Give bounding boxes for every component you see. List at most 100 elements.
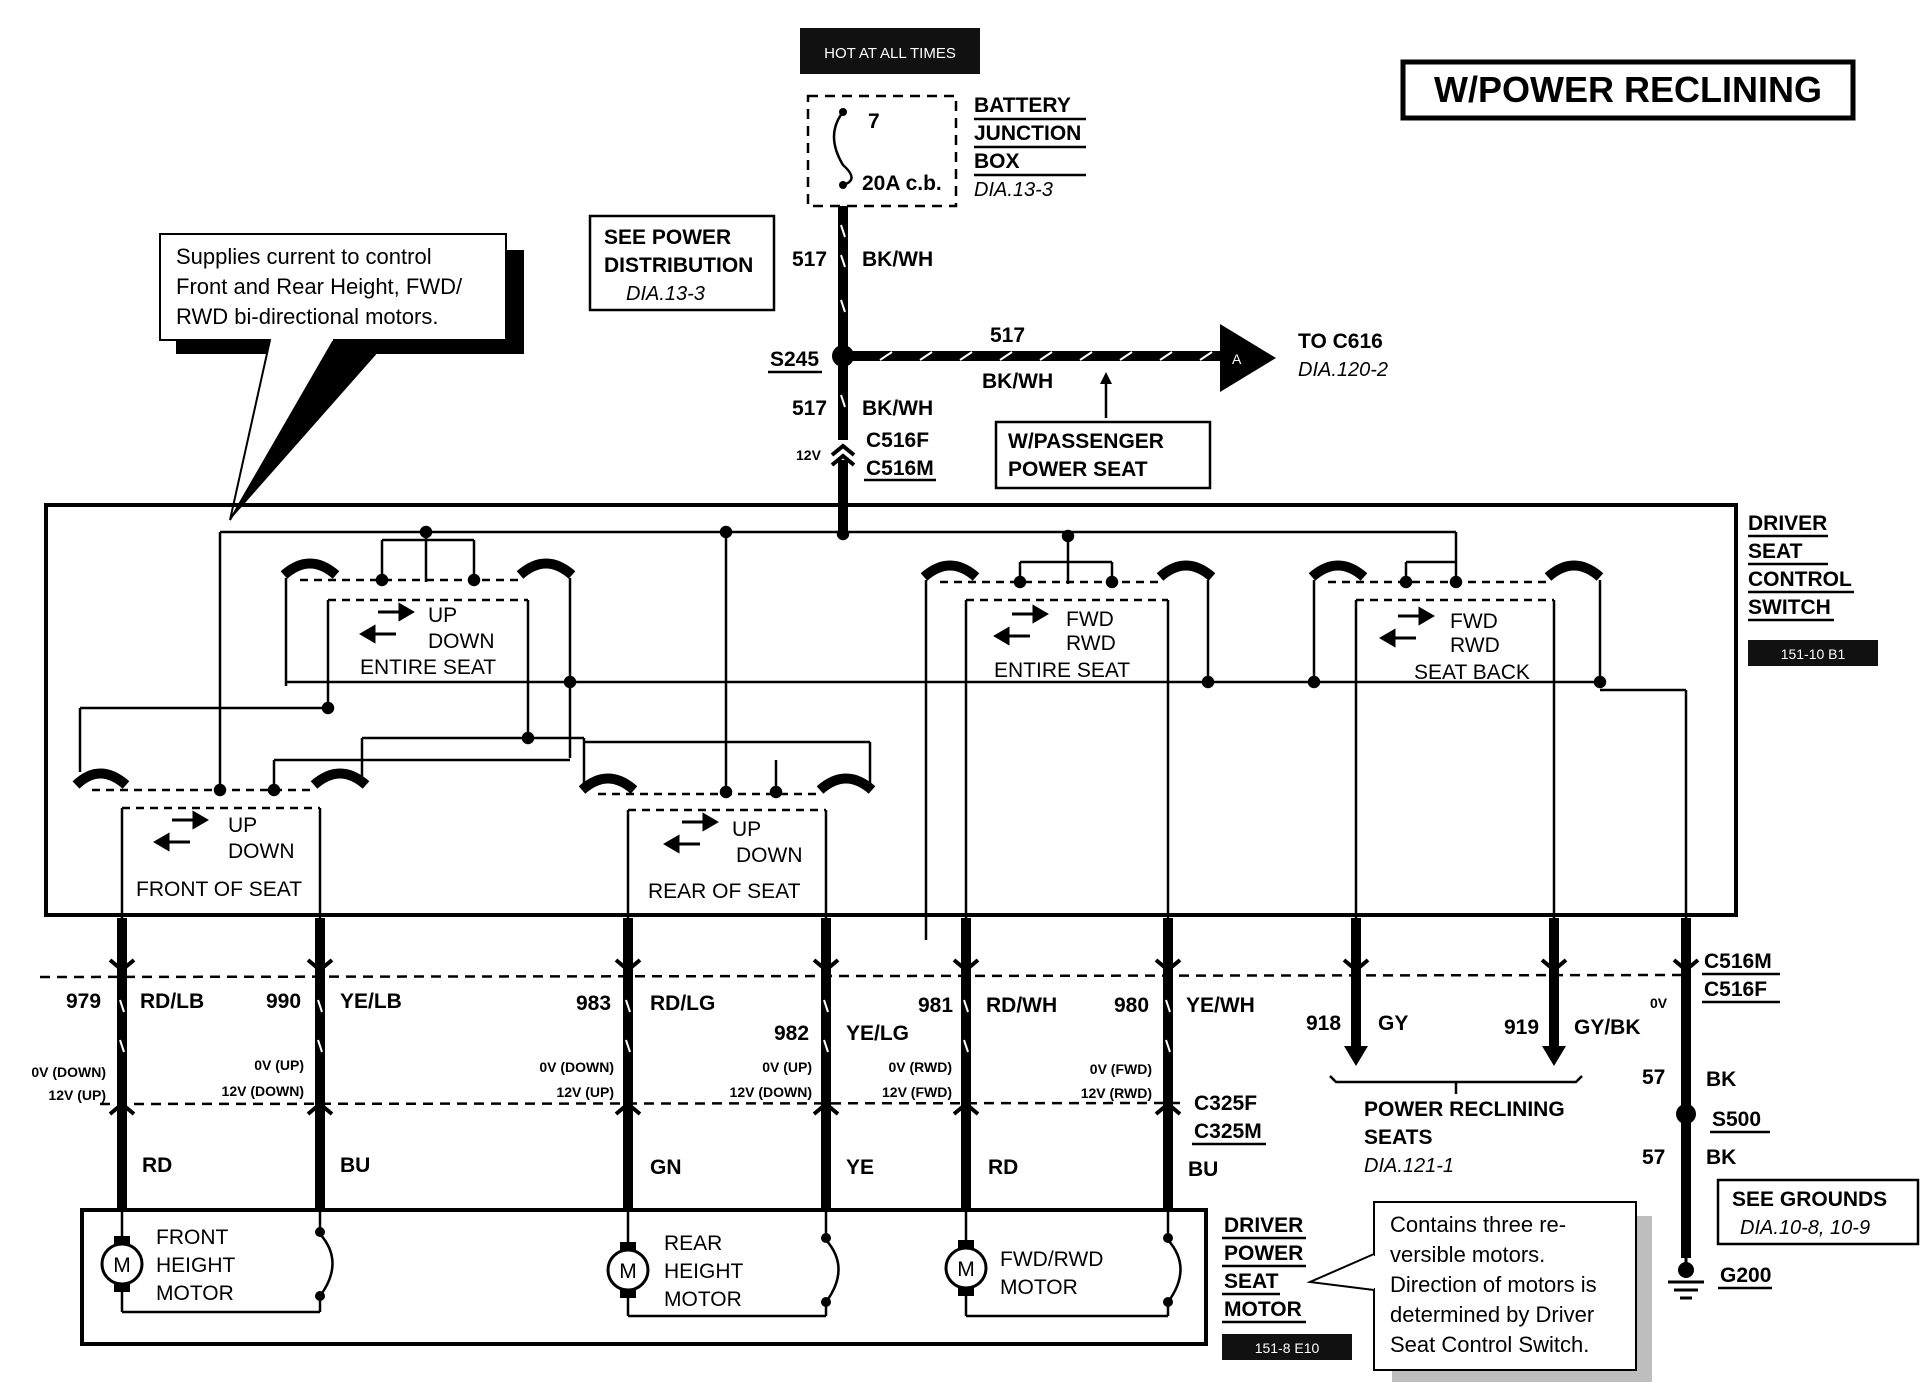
ground-g200: G200 [1720,1264,1771,1287]
wire-990-motor-color: BU [340,1154,370,1177]
switch-arrows [153,602,1435,854]
wire-982-v1: 0V (UP) [762,1059,812,1075]
callout-bottom: Contains three re- versible motors. Dire… [1306,1201,1652,1382]
switch-front-up: UP [228,814,257,837]
switch-seat-back-fwd: FWD [1450,610,1498,633]
splice-s500 [1676,1104,1696,1124]
svg-text:MOTOR: MOTOR [1224,1298,1302,1321]
svg-text:M: M [113,1254,131,1277]
wire-982-v2: 12V (DOWN) [730,1084,812,1100]
svg-text:DRIVER: DRIVER [1748,512,1827,535]
svg-text:MOTOR: MOTOR [664,1288,742,1311]
to-c616: TO C616 [1298,330,1383,353]
wire-982-color: YE/LG [846,1022,909,1045]
passenger-seat-box [994,420,1212,490]
recline-name-1: POWER RECLINING [1364,1098,1565,1121]
switch-seat-back-name: SEAT BACK [1414,661,1530,684]
svg-text:CONTROL: CONTROL [1748,568,1852,591]
svg-text:determined by Driver: determined by Driver [1390,1302,1594,1327]
wire-980-motor-color: BU [1188,1158,1218,1181]
ground-circuit-lower: 57 [1642,1146,1665,1169]
svg-text:DIA.13-3: DIA.13-3 [626,283,705,305]
svg-text:DIA.10-8, 10-9: DIA.10-8, 10-9 [1740,1217,1870,1239]
wire-983-circuit: 983 [576,992,611,1015]
branch-color: BK/WH [982,370,1053,393]
switch-fwd-rwd-name: ENTIRE SEAT [994,659,1130,682]
svg-text:REAR: REAR [664,1232,722,1255]
feed-lower-color: BK/WH [862,397,933,420]
svg-text:A: A [1232,351,1242,367]
switch-labels: UP DOWN ENTIRE SEAT FWD RWD ENTIRE SEAT … [136,604,1530,903]
wire-983-color: RD/LG [650,992,715,1015]
ground-icon [1668,1258,1704,1300]
svg-text:FRONT: FRONT [156,1226,228,1249]
motor-icon [100,1242,144,1286]
switch-entire-seat-up: UP [428,604,457,627]
hot-label: HOT AT ALL TIMES [800,28,980,74]
switch-fwd-rwd-rwd: RWD [1066,632,1116,655]
svg-text:MOTOR: MOTOR [1000,1276,1078,1299]
ground-color-upper: BK [1706,1068,1736,1091]
wire-981-circuit: 981 [918,994,953,1017]
svg-text:SEAT: SEAT [1748,540,1803,563]
wire-981-v1: 0V (RWD) [888,1059,952,1075]
wire-979-v2: 12V (UP) [48,1087,106,1103]
svg-text:SEE GROUNDS: SEE GROUNDS [1732,1188,1887,1211]
switch-front-down: DOWN [228,840,295,863]
svg-text:Direction of motors is: Direction of motors is [1390,1272,1597,1297]
svg-text:Supplies current to control: Supplies current to control [176,244,432,269]
wire-983-v2: 12V (UP) [556,1084,614,1100]
wire-990-circuit: 990 [266,990,301,1013]
wire-918-color: GY [1378,1012,1408,1035]
to-c616-ref: DIA.120-2 [1298,359,1388,381]
switch-entire-seat-down: DOWN [428,630,495,653]
wire-982-motor-color: YE [846,1156,874,1179]
wire-918-circuit: 918 [1306,1012,1341,1035]
wire-982-circuit: 982 [774,1022,809,1045]
motor-icon [944,1246,988,1290]
driver-seat-control-switch: DRIVER SEAT CONTROL SWITCH 151-10 B1 [44,503,1878,917]
see-grounds-box [1716,1178,1920,1246]
svg-text:SEE POWER: SEE POWER [604,226,731,249]
svg-text:Front and Rear Height, FWD/: Front and Rear Height, FWD/ [176,274,463,299]
svg-text:Seat Control Switch.: Seat Control Switch. [1390,1332,1589,1357]
wire-980-v1: 0V (FWD) [1090,1061,1152,1077]
wire-919-circuit: 919 [1504,1016,1539,1039]
recline-ref: DIA.121-1 [1364,1155,1454,1177]
fwd-rwd-motor: M FWD/RWD MOTOR [944,1246,1103,1299]
switch-rear-up: UP [732,818,761,841]
driver-power-seat-motor: M FRONT HEIGHT MOTOR M REAR HEIGHT MOTOR… [80,1208,1352,1360]
feed-wire: 517 BK/WH S245 517 BK/WH C516F C516M 12V… [768,206,1388,535]
svg-text:MOTOR: MOTOR [156,1282,234,1305]
rear-height-motor: M REAR HEIGHT MOTOR [606,1232,744,1311]
svg-text:FWD/RWD: FWD/RWD [1000,1248,1103,1271]
c325f: C325F [1194,1092,1257,1115]
svg-text:DISTRIBUTION: DISTRIBUTION [604,254,753,277]
wire-981-v2: 12V (FWD) [882,1084,952,1100]
battery-junction-box: 7 20A c.b. BATTERY JUNCTION BOX DIA.13-3 [806,94,1086,208]
feed-voltage: 12V [796,447,822,463]
title-box: W/POWER RECLINING [1400,59,1856,121]
switch-seat-back-rwd: RWD [1450,634,1500,657]
wire-979-color: RD/LB [140,990,204,1013]
fuse-rating: 20A c.b. [862,172,942,195]
switch-front-name: FRONT OF SEAT [136,878,302,901]
ground-circuit-upper: 57 [1642,1066,1665,1089]
c516f-top: C516F [866,429,929,452]
dscs-ref-badge: 151-10 B1 [1781,646,1846,662]
feed-lower-circuit: 517 [792,397,827,420]
svg-text:W/PASSENGER: W/PASSENGER [1008,430,1164,453]
wire-990-v1: 0V (UP) [254,1057,304,1073]
wire-979-v1: 0V (DOWN) [31,1064,106,1080]
switch-entire-seat-name: ENTIRE SEAT [360,656,496,679]
bjb-name-1: BATTERY [974,94,1071,117]
wire-979-motor-color: RD [142,1154,172,1177]
branch-circuit: 517 [990,324,1025,347]
c516m-top: C516M [866,457,934,480]
feed-color: BK/WH [862,248,933,271]
ground-voltage: 0V [1650,995,1668,1011]
switch-rear-name: REAR OF SEAT [648,880,801,903]
switch-rear-down: DOWN [736,844,803,867]
c516f-bottom: C516F [1704,978,1767,1001]
